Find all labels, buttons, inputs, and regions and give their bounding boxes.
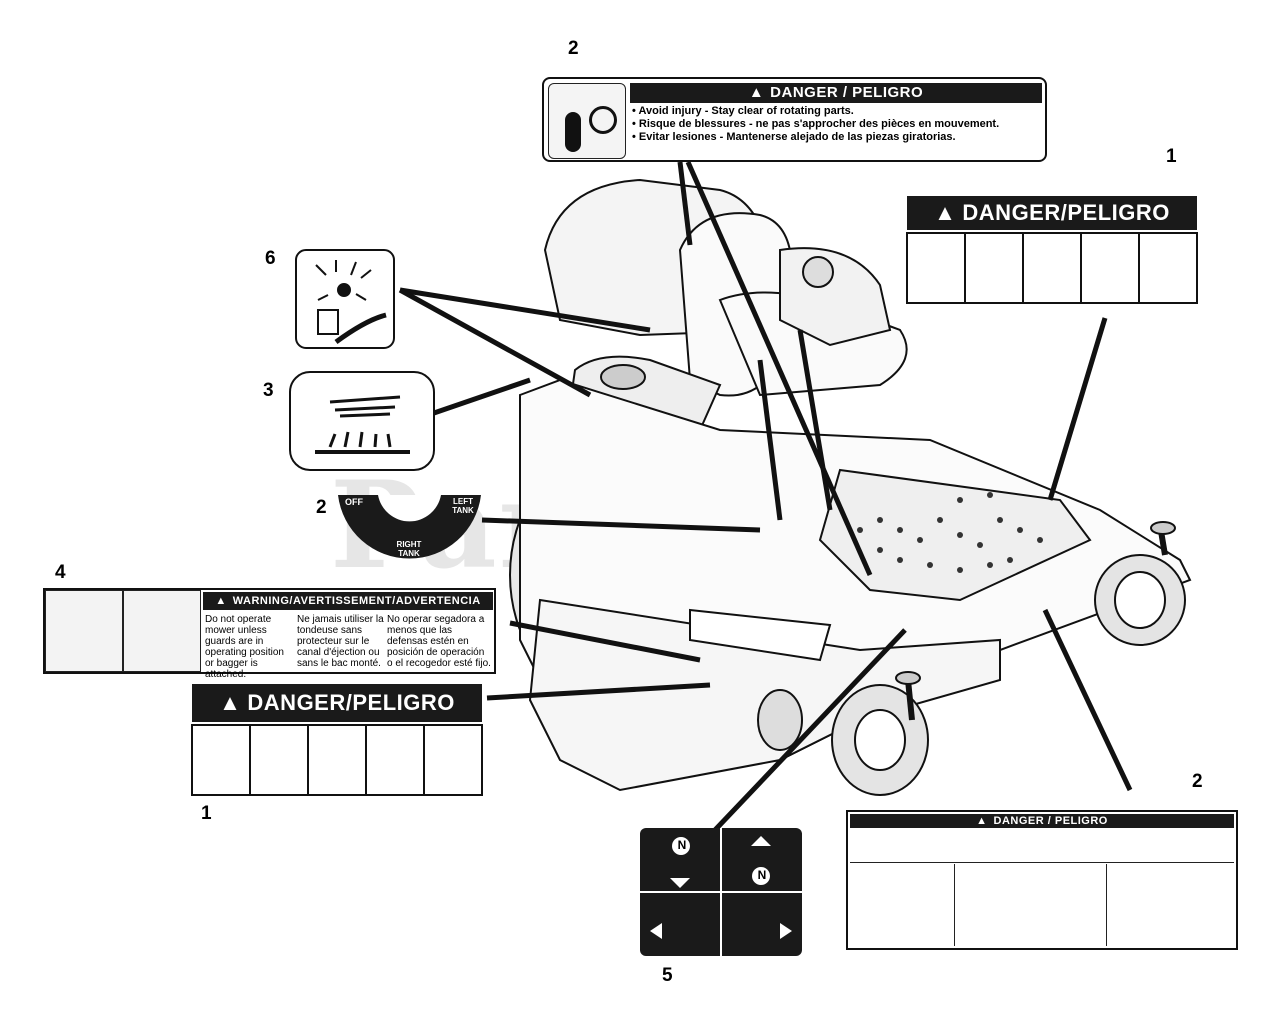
warning-triangle-icon: ▲ bbox=[934, 200, 957, 225]
warning-text-en: Do not operate mower unless guards are i… bbox=[205, 614, 284, 680]
fuel-right-tank-label: RIGHT TANK bbox=[396, 540, 422, 558]
leader-lines bbox=[398, 160, 1133, 832]
callout-2-bottom: 2 bbox=[1192, 771, 1203, 792]
neutral-label-top: N bbox=[677, 838, 687, 852]
decal-4-discharge-warning: ▲WARNING/AVERTISSEMENT/ADVERTENCIA Do no… bbox=[43, 588, 496, 680]
callout-3: 3 bbox=[263, 380, 274, 401]
decal-6-pinch-hazard bbox=[295, 249, 395, 349]
callout-1-right: 1 bbox=[1166, 146, 1177, 167]
decal-line-en: • Avoid injury - Stay clear of rotating … bbox=[632, 105, 854, 117]
decal-2-operator-safety: ▲DANGER / PELIGRO bbox=[846, 810, 1238, 950]
rotating-parts-pictogram bbox=[548, 83, 626, 159]
decal-line-fr: • Risque de blessures - ne pas s'approch… bbox=[632, 118, 1000, 130]
fuel-off-label: OFF bbox=[345, 497, 363, 507]
neutral-label-bottom: N bbox=[757, 868, 767, 882]
warning-triangle-icon: ▲ bbox=[219, 690, 242, 715]
warning-triangle-icon: ▲ bbox=[976, 815, 988, 827]
callout-4: 4 bbox=[55, 562, 66, 583]
decal-1-right-header: ▲DANGER/PELIGRO bbox=[907, 196, 1197, 230]
fuel-left-tank-label: LEFT TANK bbox=[452, 497, 474, 515]
decal-line-es: • Evitar lesiones - Mantenerse alejado d… bbox=[632, 131, 956, 143]
warning-triangle-icon: ▲ bbox=[215, 595, 227, 607]
warning-text-es: No operar segadora a menos que las defen… bbox=[387, 614, 491, 669]
callout-5: 5 bbox=[662, 965, 673, 986]
decal-1-right-icons bbox=[906, 232, 1198, 304]
operator-safety-header: ▲DANGER / PELIGRO bbox=[850, 814, 1234, 828]
decal-2-rotating-parts: ▲DANGER / PELIGRO • Avoid injury - Stay … bbox=[542, 77, 1047, 162]
decal-1-bottom-icons bbox=[191, 724, 483, 796]
decal-3-blade-hazard bbox=[289, 371, 435, 471]
danger-header: ▲DANGER / PELIGRO bbox=[630, 83, 1042, 103]
decal-5-steering-controls bbox=[640, 828, 802, 956]
callout-6: 6 bbox=[265, 248, 276, 269]
operator-safety-icon-row bbox=[850, 830, 1234, 863]
callout-1-bottom: 1 bbox=[201, 803, 212, 824]
callout-2-left: 2 bbox=[316, 497, 327, 518]
decal-1-bottom-header: ▲DANGER/PELIGRO bbox=[192, 684, 482, 722]
warning-header: ▲WARNING/AVERTISSEMENT/ADVERTENCIA bbox=[203, 592, 493, 610]
decal-2-fuel-valve bbox=[338, 495, 481, 559]
callout-2-top: 2 bbox=[568, 38, 579, 59]
chute-pictogram bbox=[45, 590, 123, 672]
guard-pictogram bbox=[123, 590, 201, 672]
warning-text-fr: Ne jamais utiliser la tondeuse sans prot… bbox=[297, 614, 384, 669]
warning-triangle-icon: ▲ bbox=[748, 84, 765, 101]
